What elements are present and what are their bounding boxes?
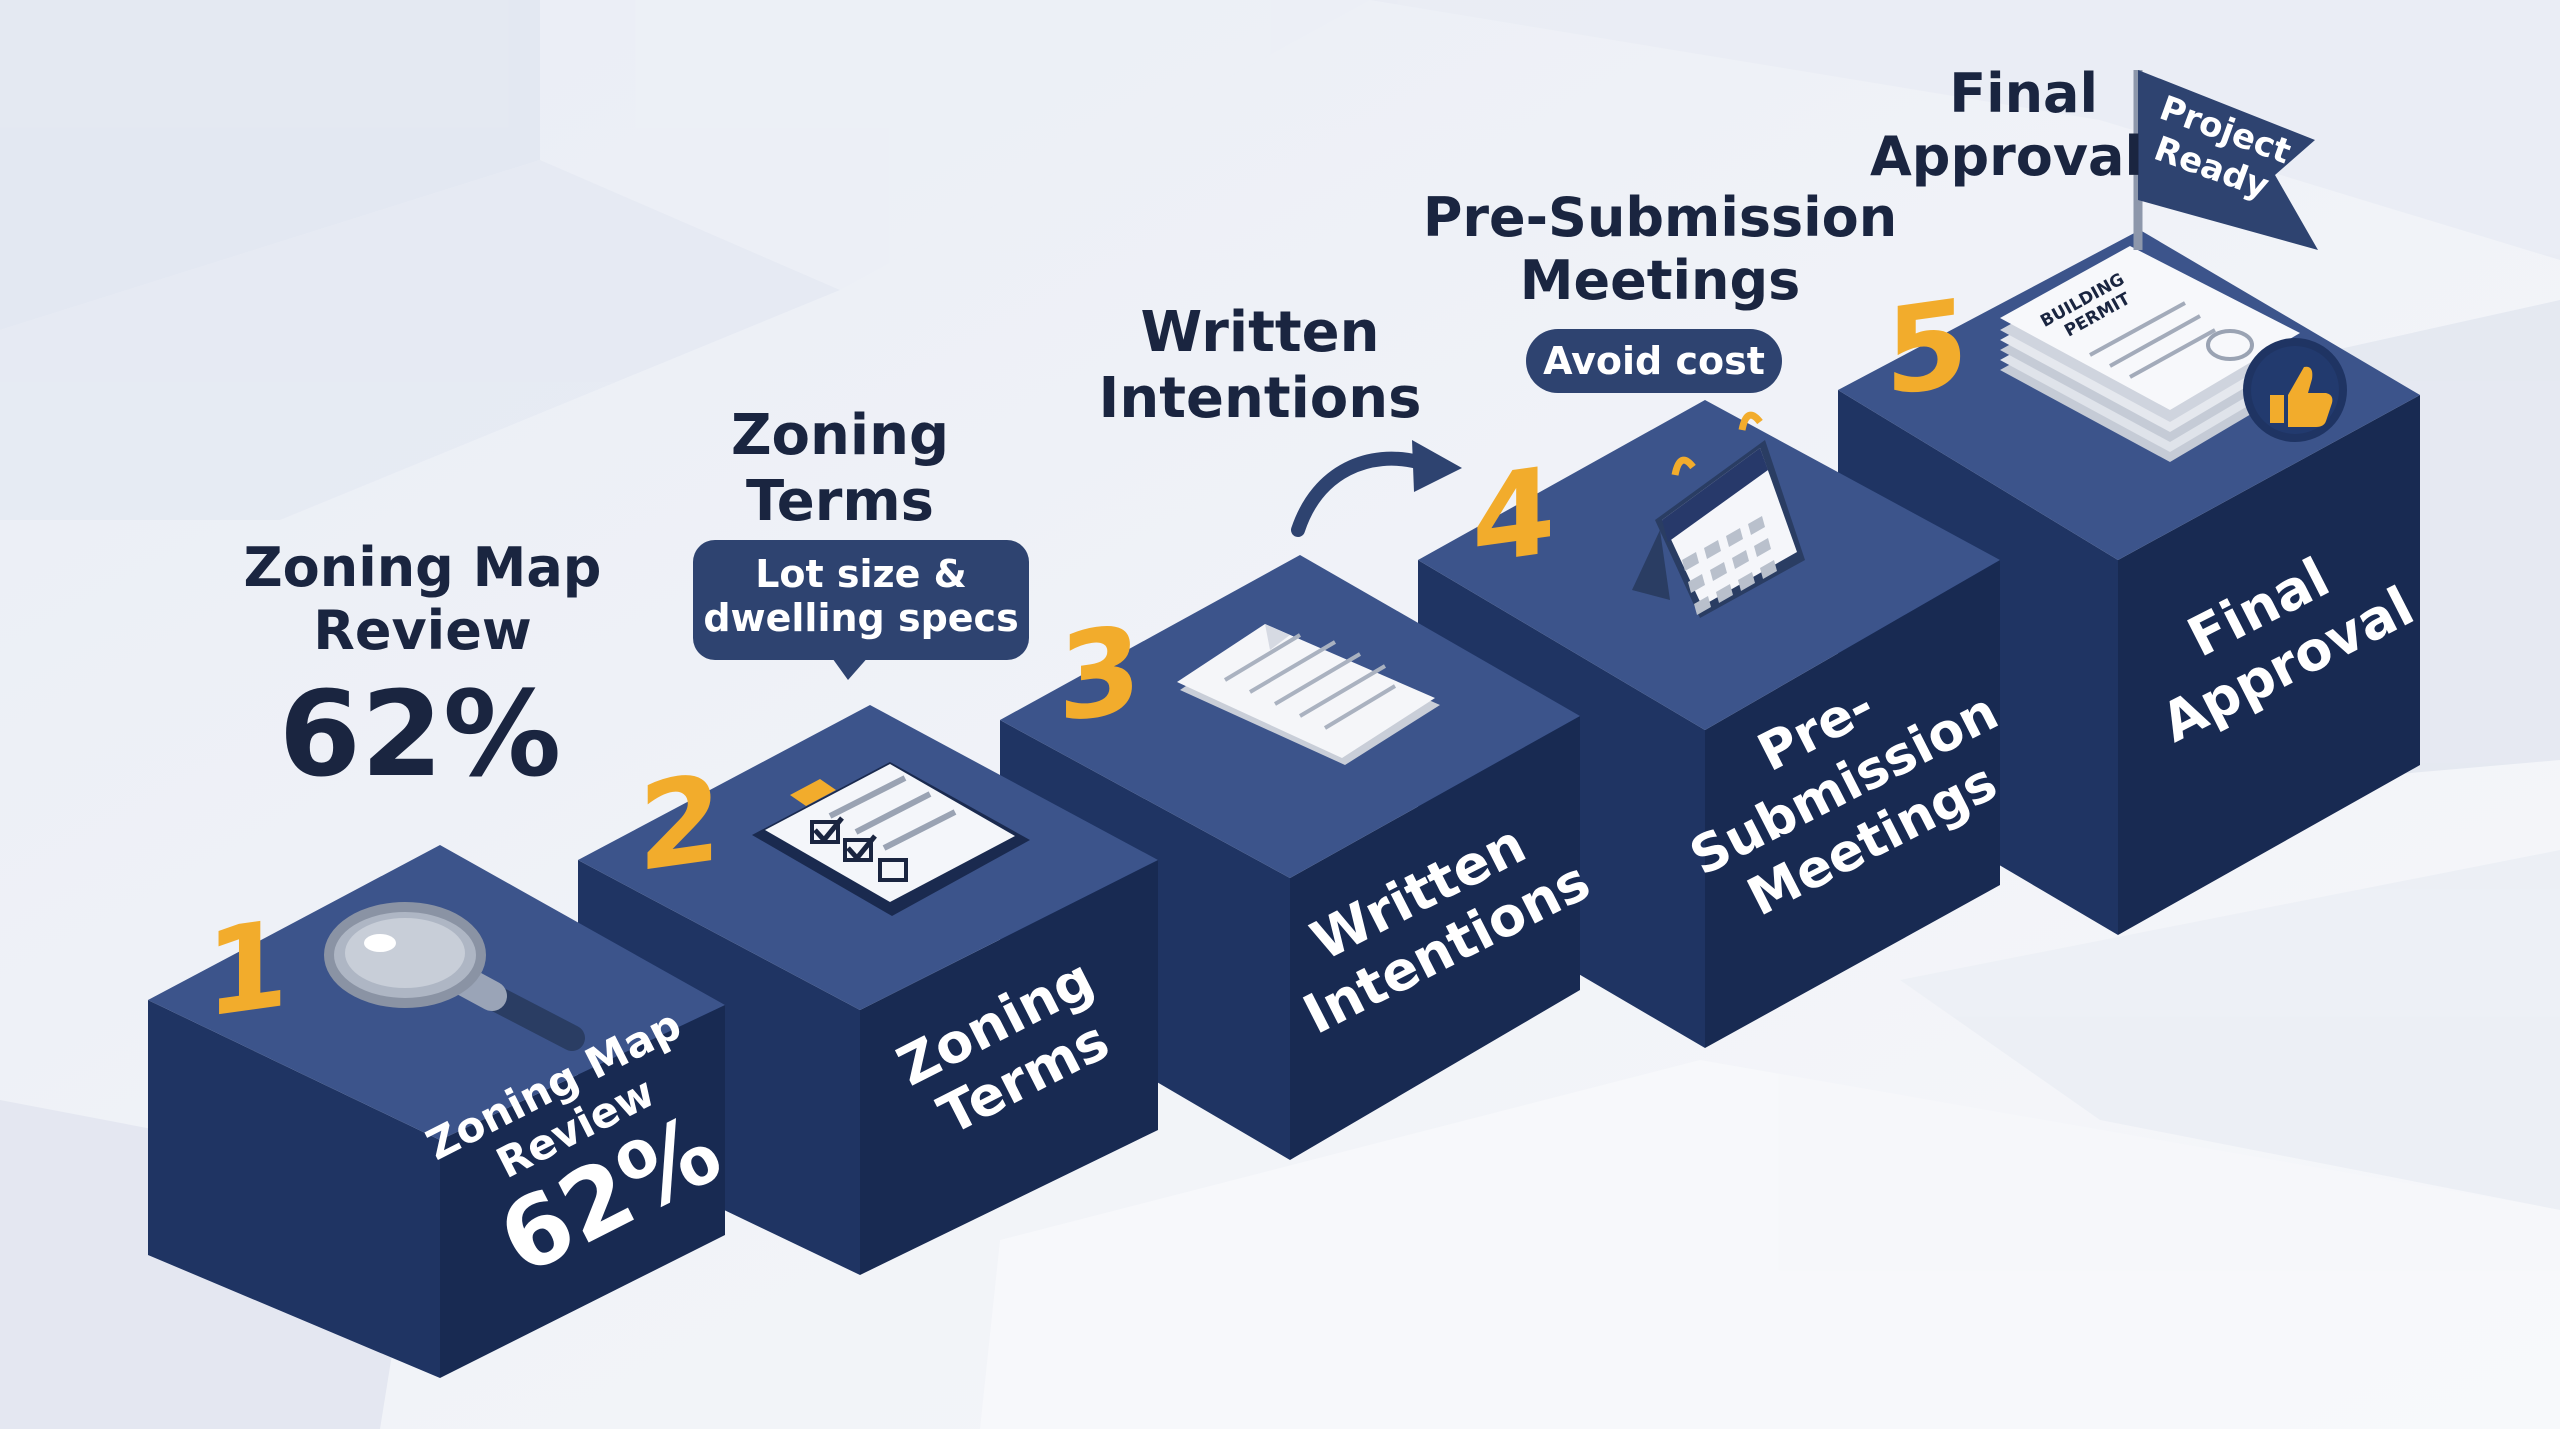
title-line: Final [1949,62,2098,125]
step-1-number: 1 [205,894,288,1045]
title-line: Terms [745,468,935,534]
step-3-number: 3 [1058,599,1141,750]
clipboard-checklist-icon [752,762,1030,916]
title-line: Zoning Map [243,536,602,599]
title-line: Zoning [730,403,950,468]
bubble-line: dwelling specs [703,596,1019,641]
step-3-title: Written Intentions [1080,300,1440,431]
building-permit-icon: BUILDING PERMIT [2000,246,2300,462]
title-line: Pre-Submission [1422,186,1898,249]
title-line: Written [1140,300,1380,365]
step-5-number: 5 [1885,273,1968,424]
step-2-title: Zoning Terms [680,403,1000,534]
bubble-line: Avoid cost [1543,339,1765,383]
magnifier-icon [324,902,585,1051]
bubble-tail [830,655,870,680]
step-1-stat: 62% [278,665,562,803]
title-line: Approval [1870,125,2143,189]
title-line: Review [313,599,532,663]
step-2-number: 2 [638,748,721,899]
step-4-number: 4 [1472,441,1555,592]
calendar-grid [1682,516,1777,615]
curved-arrow-icon [1291,451,1425,537]
step-2-bubble: Lot size & dwelling specs [693,540,1029,660]
step-1-title: Zoning Map Review [225,536,620,662]
calendar-icon [1632,411,1805,618]
step-5-title: Final Approval [1870,62,2143,189]
title-line: Intentions [1098,365,1422,431]
title-line: Meetings [1519,249,1801,313]
step-4-bubble: Avoid cost [1526,329,1782,393]
step-4-title: Pre-Submission Meetings [1410,186,1910,312]
bubble-line: Lot size & [755,552,967,596]
thumbs-up-icon [2243,338,2347,442]
document-icon [1177,624,1440,765]
